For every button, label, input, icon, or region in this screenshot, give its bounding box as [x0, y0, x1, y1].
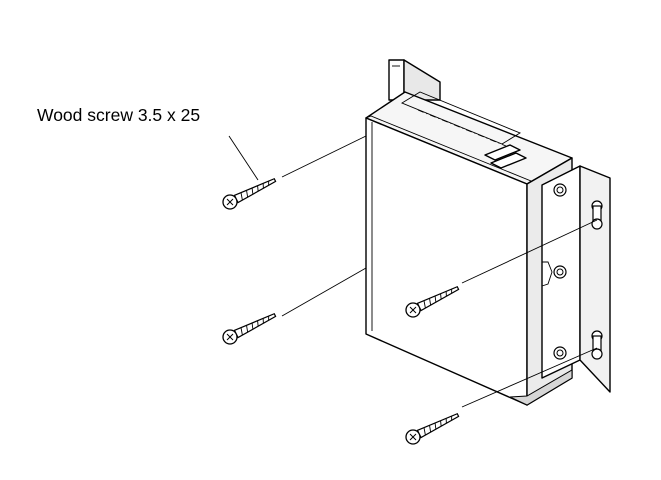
bracket-screw-top	[553, 183, 567, 197]
wood-screw-upper-left	[222, 177, 277, 210]
bracket-screw-middle	[553, 265, 567, 279]
callout-leader-line	[228, 135, 259, 181]
side-mounting-bracket	[541, 165, 611, 393]
wood-screw-lower-left	[222, 312, 277, 345]
wood-screw-front-middle	[405, 285, 460, 318]
keyhole-lower	[591, 330, 603, 360]
wall-mount-box	[365, 91, 573, 406]
wood-screw-callout-label: Wood screw 3.5 x 25	[37, 105, 201, 125]
rear-bracket	[388, 59, 441, 101]
keyhole-upper	[591, 200, 603, 230]
wood-screw-front-bottom	[405, 412, 460, 445]
screw-guide-lines	[281, 135, 598, 408]
bracket-screw-bottom	[553, 346, 567, 360]
